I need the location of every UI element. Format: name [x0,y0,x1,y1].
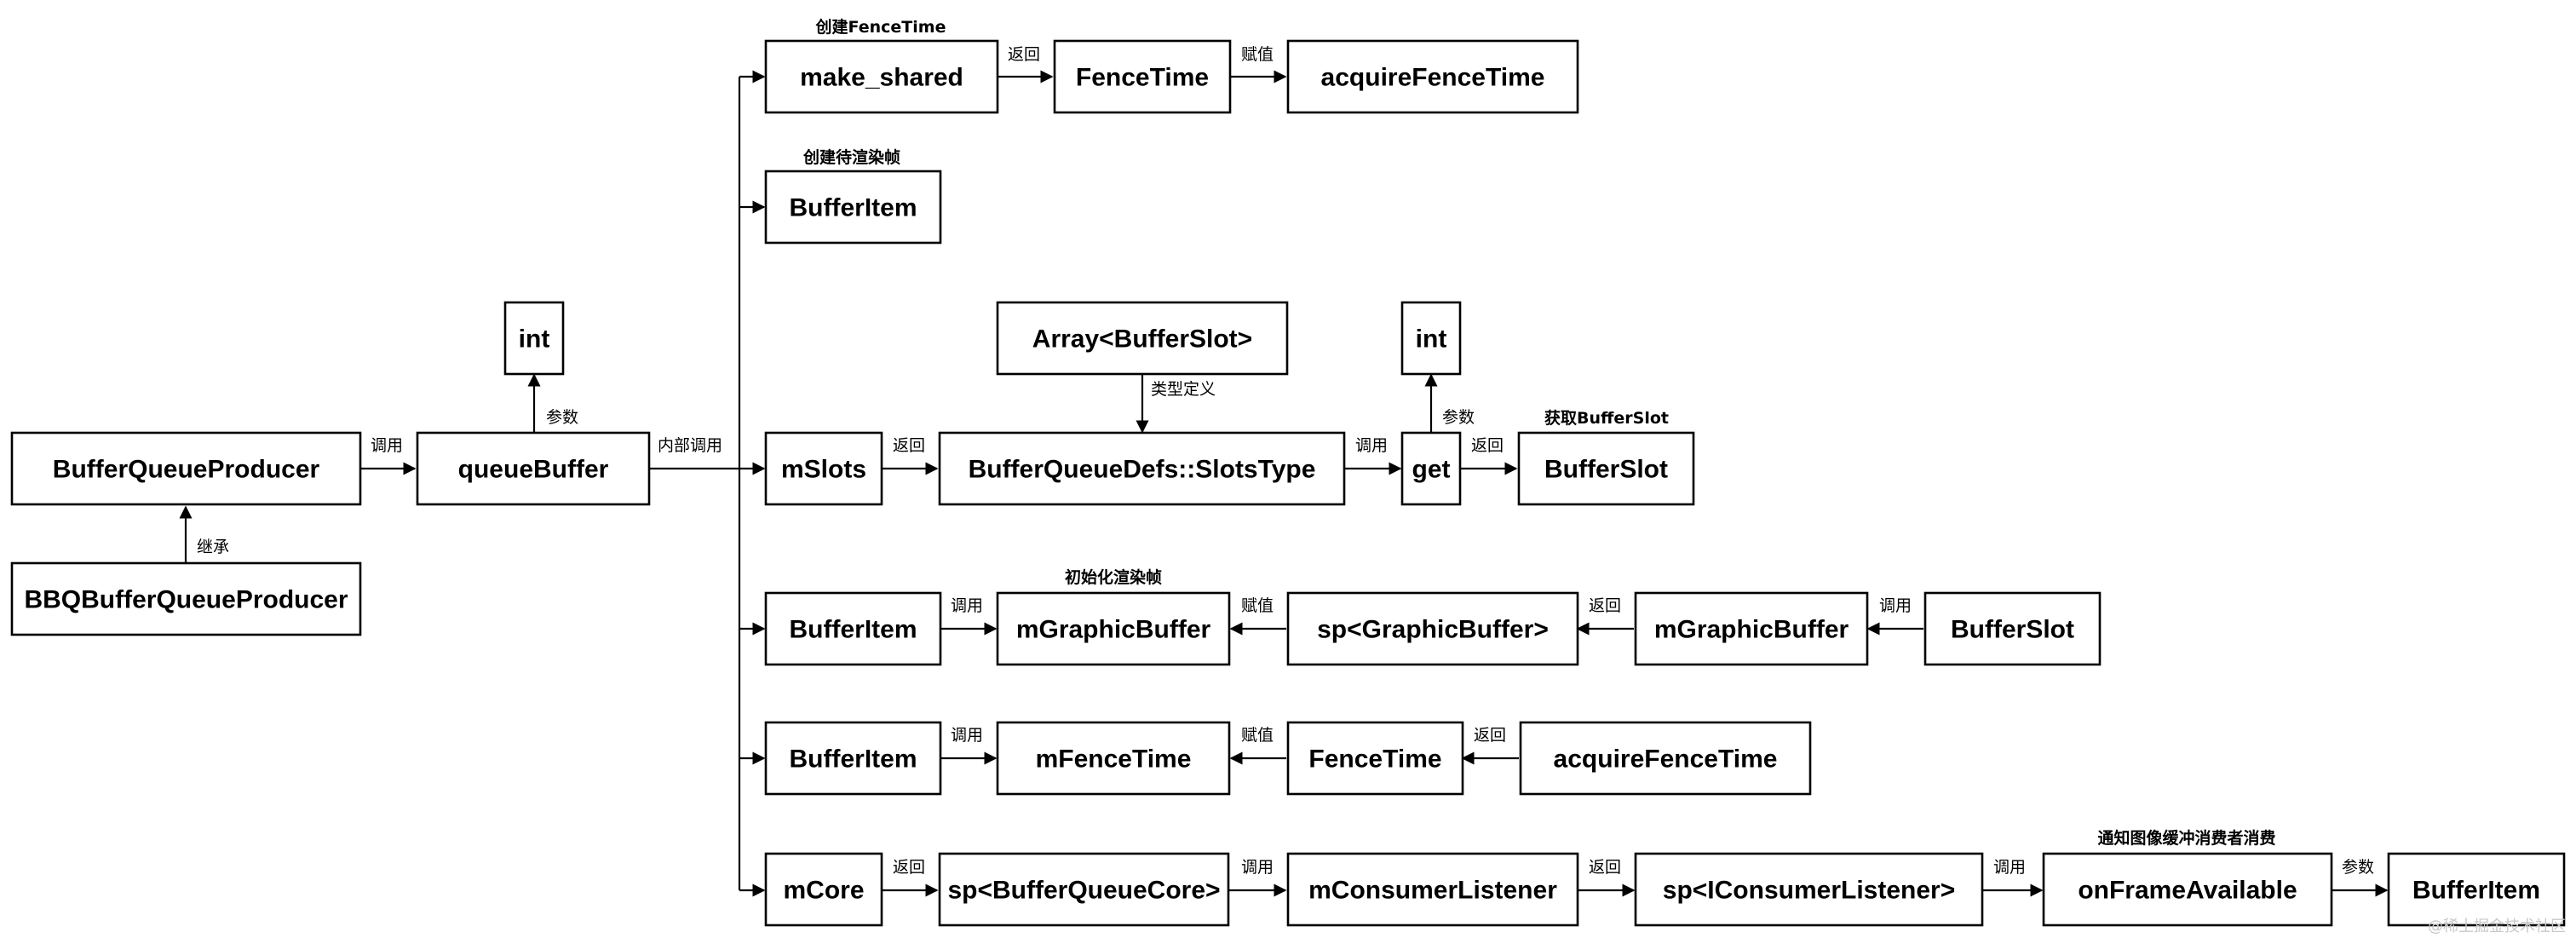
node-buffer-item-new[interactable]: BufferItem [764,170,942,245]
node-buffer-slot-get[interactable]: BufferSlot [1517,431,1695,506]
node-slots-type[interactable]: BufferQueueDefs::SlotsType [938,431,1346,506]
edge-label-makeshared-return: 返回 [1008,45,1040,64]
node-on-frame-available[interactable]: onFrameAvailable [2042,852,2333,927]
node-int-param[interactable]: int [503,301,565,376]
node-label: queueBuffer [458,456,609,484]
node-label: int [519,325,550,354]
node-m-consumer-listener[interactable]: mConsumerListener [1286,852,1579,927]
edge-label-get-return: 返回 [1471,436,1504,455]
annotation-get-buffer-slot: 获取BufferSlot [1544,408,1669,428]
node-label: get [1412,456,1451,484]
node-acquire-fence-time-a[interactable]: acquireFenceTime [1286,39,1579,114]
node-m-core[interactable]: mCore [764,852,883,927]
edge-label-gb-slot-call: 调用 [1879,596,1912,615]
annotation-create-fence-time: 创建FenceTime [815,17,946,37]
node-acquire-fence-time-b[interactable]: acquireFenceTime [1519,721,1812,796]
edge-label-listener-call: 调用 [1993,858,2026,877]
edge-label-slots-return: 返回 [893,436,925,455]
node-bbq-buffer-queue-producer[interactable]: BBQBufferQueueProducer [10,561,362,636]
node-label: mConsumerListener [1308,877,1557,905]
node-label: BufferSlot [1544,456,1668,484]
node-get[interactable]: get [1400,431,1462,506]
edge-label-frame-param: 参数 [2342,858,2374,877]
node-label: BufferItem [789,194,917,222]
edge-labels: 调用 继承 参数 内部调用 返回 赋值 返回 类型定义 调用 参数 返回 调用 … [197,45,2374,877]
nodes: BufferQueueProducer BBQBufferQueueProduc… [10,39,2566,927]
node-label: int [1416,325,1447,354]
node-label: mFenceTime [1036,745,1192,774]
edge-label-listener-return: 返回 [1589,858,1621,877]
edge-label-queue-param: 参数 [546,408,578,427]
edge-label-fence-call: 调用 [951,726,983,745]
node-label: BufferItem [789,745,917,774]
node-m-graphic-buffer-b[interactable]: mGraphicBuffer [1634,591,1869,666]
node-buffer-item-gb[interactable]: BufferItem [764,591,942,666]
node-fence-time-a[interactable]: FenceTime [1053,39,1232,114]
node-label: onFrameAvailable [2078,877,2297,905]
edge-label-gb-assign: 赋值 [1241,596,1274,615]
node-m-fence-time[interactable]: mFenceTime [996,721,1231,796]
node-label: mSlots [781,456,866,484]
node-label: BufferQueueProducer [53,456,320,484]
annotations: 创建FenceTime 创建待渲染帧 获取BufferSlot 初始化渲染帧 通… [802,17,2276,848]
edge-label-gb-return: 返回 [1589,596,1621,615]
node-buffer-item-param[interactable]: BufferItem [2387,852,2566,927]
node-make-shared[interactable]: make_shared [764,39,999,114]
node-label: BufferItem [2412,877,2540,905]
node-m-graphic-buffer-a[interactable]: mGraphicBuffer [996,591,1231,666]
edge-label-get-param: 参数 [1442,408,1475,427]
edge-label-gb-call: 调用 [951,596,983,615]
node-label: mGraphicBuffer [1016,616,1211,644]
node-label: acquireFenceTime [1321,64,1545,92]
watermark: @稀土掘金技术社区 [2428,918,2566,935]
node-label: sp<IConsumerListener> [1663,877,1955,905]
node-label: BBQBufferQueueProducer [24,586,348,614]
edges [179,70,2389,897]
annotation-notify-consumer: 通知图像缓冲消费者消费 [2097,828,2275,848]
edge-label-fence-return: 返回 [1474,726,1506,745]
node-label: FenceTime [1076,64,1209,92]
node-sp-graphic-buffer[interactable]: sp<GraphicBuffer> [1286,591,1579,666]
node-fence-time-b[interactable]: FenceTime [1286,721,1464,796]
edge-label-inherit: 继承 [197,538,229,556]
node-label: Array<BufferSlot> [1032,325,1252,354]
node-label: sp<BufferQueueCore> [947,877,1220,905]
node-label: make_shared [800,64,963,92]
node-sp-iconsumer-listener[interactable]: sp<IConsumerListener> [1634,852,1984,927]
edge-label-fence-assign: 赋值 [1241,45,1274,64]
node-label: BufferQueueDefs::SlotsType [969,456,1316,484]
node-buffer-slot-gb[interactable]: BufferSlot [1923,591,2102,666]
edge-label-core-return: 返回 [893,858,925,877]
node-label: acquireFenceTime [1554,745,1778,774]
node-sp-buffer-queue-core[interactable]: sp<BufferQueueCore> [938,852,1230,927]
edge-label-internal-call: 内部调用 [658,436,722,455]
node-array-buffer-slot[interactable]: Array<BufferSlot> [996,301,1289,376]
node-buffer-queue-producer[interactable]: BufferQueueProducer [10,431,362,506]
node-queue-buffer[interactable]: queueBuffer [416,431,651,506]
node-label: sp<GraphicBuffer> [1317,616,1549,644]
node-label: BufferItem [789,616,917,644]
edge-label-core-call: 调用 [1241,858,1274,877]
node-m-slots[interactable]: mSlots [764,431,883,506]
node-label: FenceTime [1308,745,1441,774]
edge-label-slots-call: 调用 [1355,436,1388,455]
edge-label-type-def: 类型定义 [1151,380,1216,399]
node-label: mCore [783,877,864,905]
node-buffer-item-fence[interactable]: BufferItem [764,721,942,796]
node-label: mGraphicBuffer [1654,616,1849,644]
annotation-init-pending-frame: 初始化渲染帧 [1065,567,1162,587]
node-int-get[interactable]: int [1400,301,1462,376]
annotation-create-pending-frame: 创建待渲染帧 [802,147,900,167]
node-label: BufferSlot [1951,616,2074,644]
edge-label-fence-assign2: 赋值 [1241,726,1274,745]
edge-label-producer-call: 调用 [371,436,403,455]
